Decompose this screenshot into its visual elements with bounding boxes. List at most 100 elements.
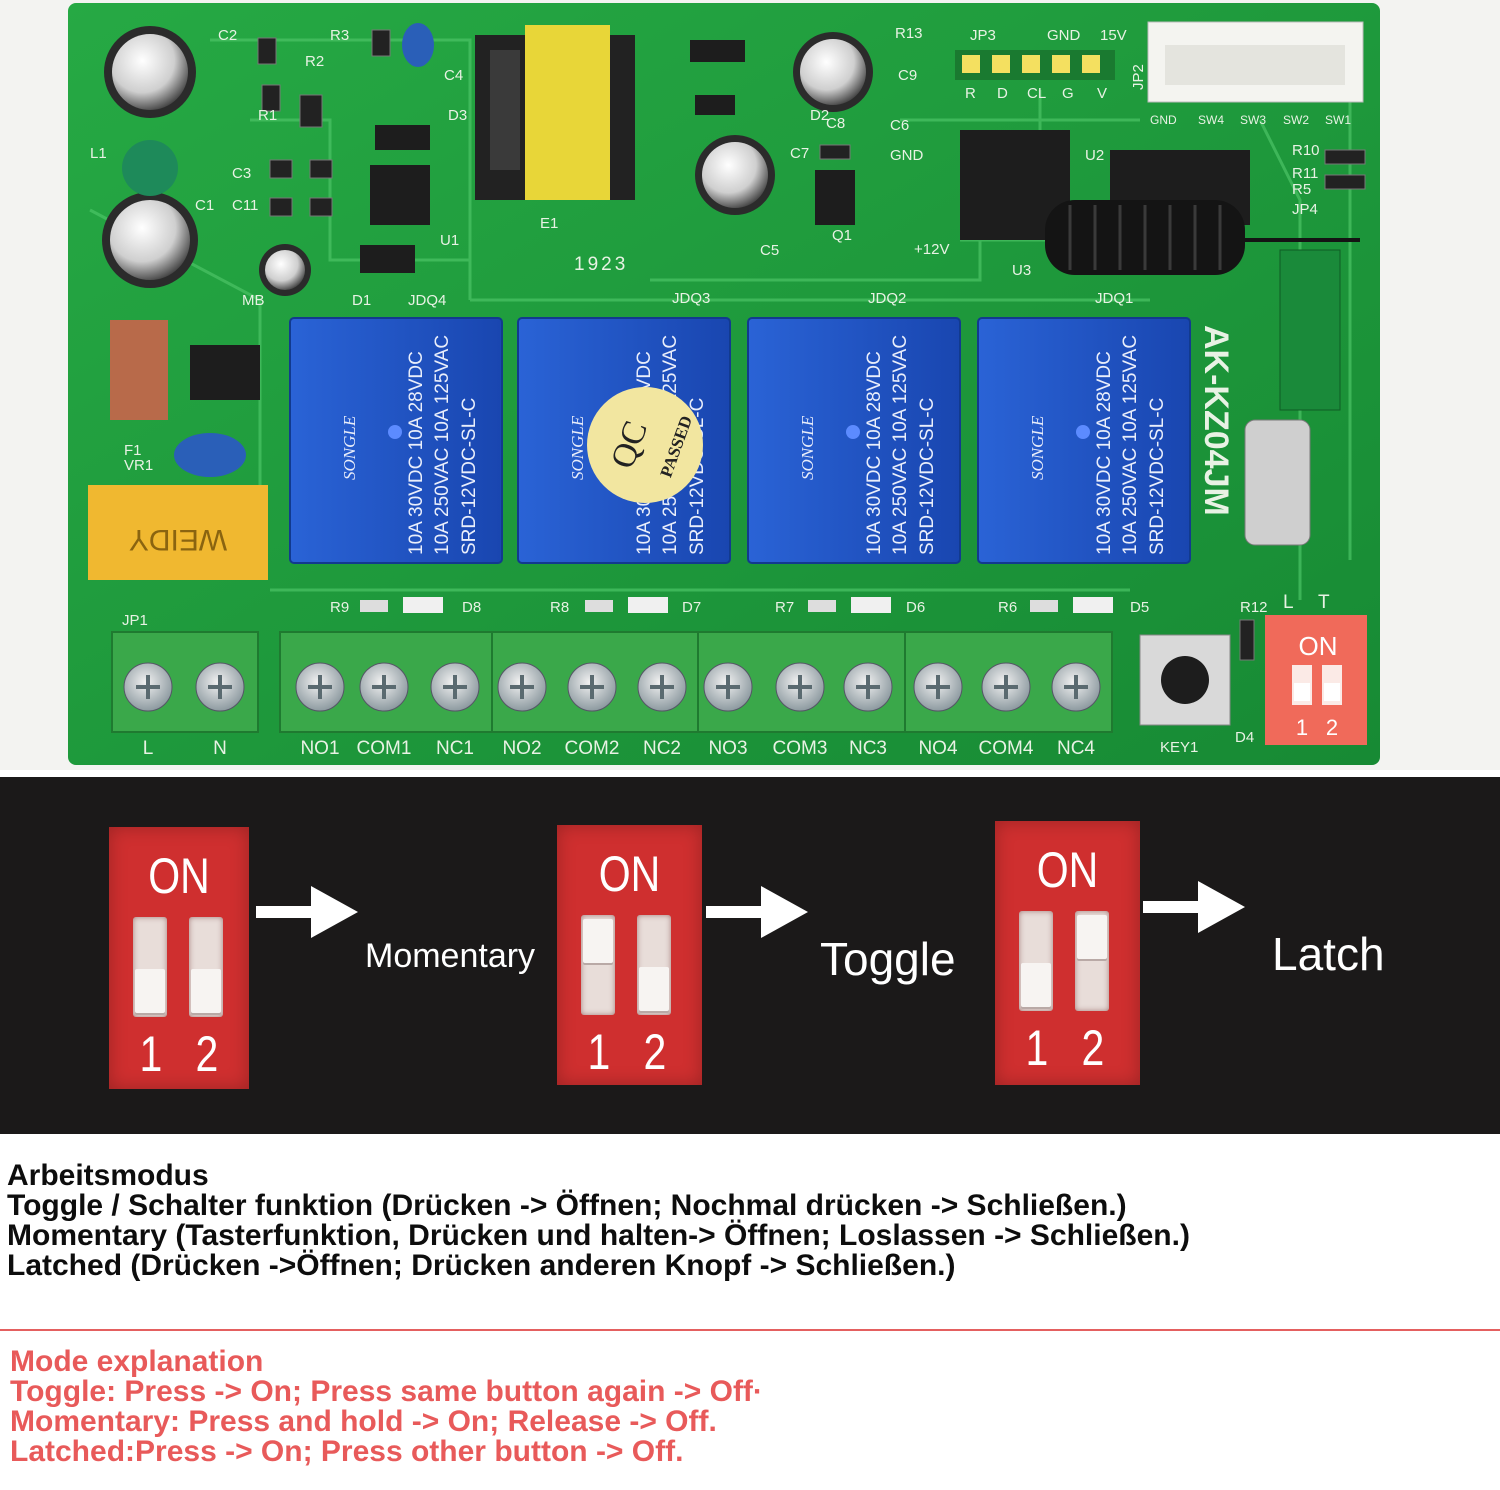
svg-text:SONGLE: SONGLE: [798, 415, 817, 480]
part-label: R2: [305, 53, 324, 70]
part-label: R10: [1292, 142, 1320, 159]
divider-line: [0, 1329, 1500, 1331]
dip-slot-1: [581, 915, 615, 1015]
part-label: JP4: [1292, 201, 1318, 218]
part-label: R8: [550, 599, 569, 616]
svg-text:10A 250VAC 10A 125VAC: 10A 250VAC 10A 125VAC: [890, 335, 911, 555]
arrow-right-icon: [256, 886, 358, 938]
svg-text:10A 250VAC 10A 125VAC: 10A 250VAC 10A 125VAC: [432, 335, 453, 555]
terminal-label: NO1: [300, 738, 339, 759]
svg-text:SONGLE: SONGLE: [340, 415, 359, 480]
part-label: VR1: [124, 457, 153, 474]
svg-text:SRD-12VDC-SL-C: SRD-12VDC-SL-C: [1147, 398, 1168, 555]
english-explanation: Mode explanation Toggle: Press -> On; Pr…: [10, 1347, 763, 1467]
dip-on-label: ON: [148, 848, 210, 904]
terminal-label: NO2: [502, 738, 541, 759]
header-pin-label: R: [965, 85, 976, 102]
part-label: JDQ3: [672, 290, 710, 307]
part-label: D8: [462, 599, 481, 616]
header-label: 15V: [1100, 27, 1127, 44]
part-label: D6: [906, 599, 925, 616]
terminal-label: COM2: [565, 738, 620, 759]
part-label: C2: [218, 27, 237, 44]
part-label: D7: [682, 599, 701, 616]
mode-label-momentary: Momentary: [365, 937, 536, 975]
part-label: F1: [124, 442, 142, 459]
sw-label: SW4: [1198, 113, 1224, 127]
dip-knob-2: [1077, 915, 1107, 959]
terminal-label: NO3: [708, 738, 747, 759]
part-label: GND: [890, 147, 924, 164]
part-label: C4: [444, 67, 463, 84]
header-pin-label: CL: [1027, 85, 1046, 102]
terminal-label: COM1: [357, 738, 412, 759]
dip-slot-1: [1019, 911, 1053, 1011]
part-label: R12: [1240, 599, 1268, 616]
svg-text:SRD-12VDC-SL-C: SRD-12VDC-SL-C: [459, 398, 480, 555]
capacitors: [102, 23, 873, 477]
part-label: C3: [232, 165, 251, 182]
part-label: C8: [826, 115, 845, 132]
svg-text:10A 30VDC 10A 28VDC: 10A 30VDC 10A 28VDC: [1094, 351, 1115, 555]
german-line-3: Latched (Drücken ->Öffnen; Drücken ander…: [7, 1249, 956, 1282]
header-pin-label: G: [1062, 85, 1074, 102]
dip-knob-2: [191, 969, 221, 1013]
german-line-1: Toggle / Schalter funktion (Drücken -> Ö…: [7, 1189, 1127, 1222]
arrow-right-icon: [1143, 881, 1245, 933]
terminal-label: NO4: [918, 738, 958, 759]
dip-on-label: ON: [1036, 842, 1099, 898]
dip-on-label: ON: [598, 846, 661, 902]
status-leds: [360, 597, 1113, 613]
sw-label: SW1: [1325, 113, 1351, 127]
part-label: R9: [330, 599, 349, 616]
push-button-key1: [1139, 634, 1231, 726]
svg-text:SRD-12VDC-SL-C: SRD-12VDC-SL-C: [917, 398, 938, 555]
part-label: C7: [790, 145, 809, 162]
terminal-label: N: [213, 738, 227, 759]
german-explanation: Arbeitsmodus Toggle / Schalter funktion …: [7, 1161, 1190, 1281]
part-label: JDQ1: [1095, 290, 1133, 307]
varistor-box: WEIDY: [88, 485, 268, 580]
dip-knob-1: [1021, 963, 1051, 1007]
dip-function-label: L: [1283, 592, 1294, 613]
terminal-label: NC4: [1057, 738, 1095, 759]
board-model-label: AK-KZ04JM: [1197, 325, 1235, 516]
dip-slot-2: [1075, 911, 1109, 1011]
dip-number-1: 1: [587, 1024, 611, 1080]
part-label: C9: [898, 67, 917, 84]
part-label: JP1: [122, 612, 148, 629]
terminal-label: COM3: [773, 738, 828, 759]
part-label: R11: [1292, 165, 1318, 182]
terminal-label: NC2: [643, 738, 681, 759]
header-label: JP3: [970, 27, 996, 44]
header-pin-label: V: [1097, 85, 1107, 102]
terminal-label: COM4: [979, 738, 1034, 759]
rf-module: [1279, 249, 1341, 411]
part-label: D4: [1235, 729, 1254, 746]
part-label: +12V: [914, 241, 949, 258]
part-label: C5: [760, 242, 779, 259]
part-label: C6: [890, 117, 909, 134]
dip-number-2: 2: [643, 1024, 667, 1080]
english-line-3: Latched:Press -> On; Press other button …: [10, 1435, 684, 1468]
svg-text:10A 30VDC 10A 28VDC: 10A 30VDC 10A 28VDC: [406, 351, 427, 555]
svg-text:10A 30VDC 10A 28VDC: 10A 30VDC 10A 28VDC: [864, 351, 885, 555]
part-label: JDQ4: [408, 292, 446, 309]
part-label: D5: [1130, 599, 1149, 616]
terminal-label: NC1: [436, 738, 474, 759]
svg-text:1: 1: [1296, 715, 1308, 740]
antenna-coil: [1045, 200, 1360, 275]
part-label: U3: [1012, 262, 1031, 279]
part-label: Q1: [832, 227, 852, 244]
sw-label: GND: [1150, 113, 1177, 127]
